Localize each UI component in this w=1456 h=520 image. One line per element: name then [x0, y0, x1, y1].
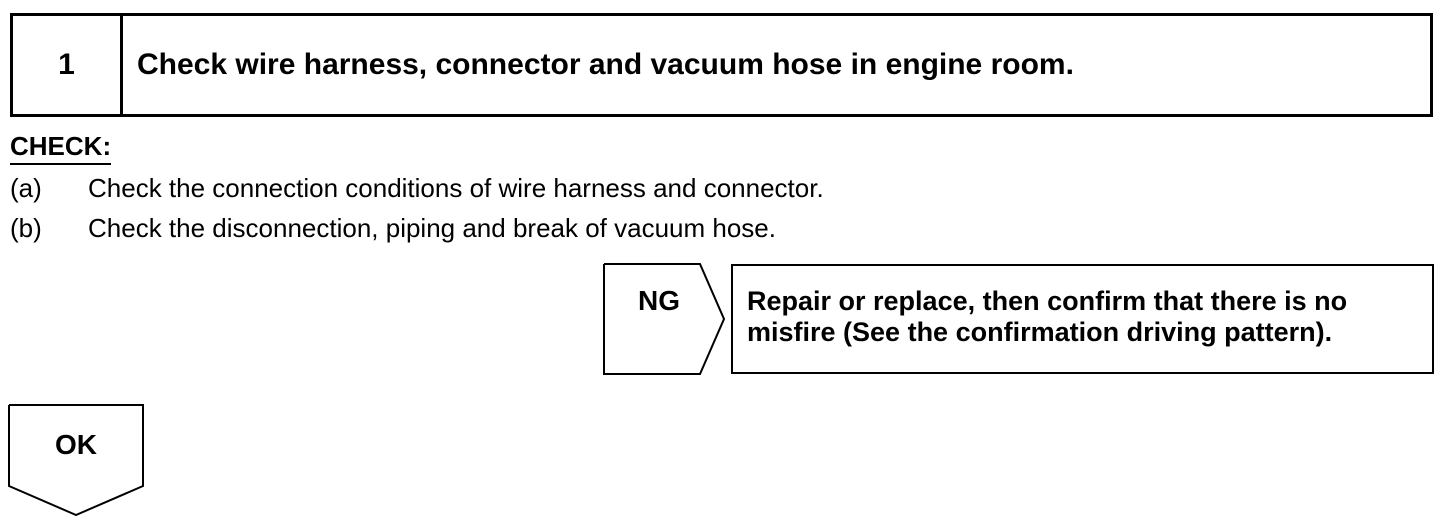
step-title: Check wire harness, connector and vacuum… — [137, 48, 1074, 81]
check-item-b: (b) Check the disconnection, piping and … — [10, 213, 776, 243]
ng-action-line: Repair or replace, then confirm that the… — [747, 286, 1348, 316]
check-item-text: Check the connection conditions of wire … — [88, 173, 824, 203]
step-header: 1 Check wire harness, connector and vacu… — [10, 13, 1433, 117]
ok-label: OK — [55, 429, 97, 460]
ok-arrow-shape — [8, 404, 144, 516]
check-item-text: Check the disconnection, piping and brea… — [88, 213, 776, 243]
check-heading: CHECK: — [10, 130, 112, 165]
check-item-marker: (b) — [10, 213, 42, 243]
check-item-a: (a) Check the connection conditions of w… — [10, 173, 824, 203]
check-item-marker: (a) — [10, 173, 42, 203]
ng-arrow-shape — [603, 263, 725, 375]
ng-action-line: misfire (See the confirmation driving pa… — [747, 317, 1333, 347]
step-number: 1 — [13, 16, 123, 114]
ng-label: NG — [638, 285, 680, 316]
ng-action-box: Repair or replace, then confirm that the… — [731, 264, 1434, 374]
